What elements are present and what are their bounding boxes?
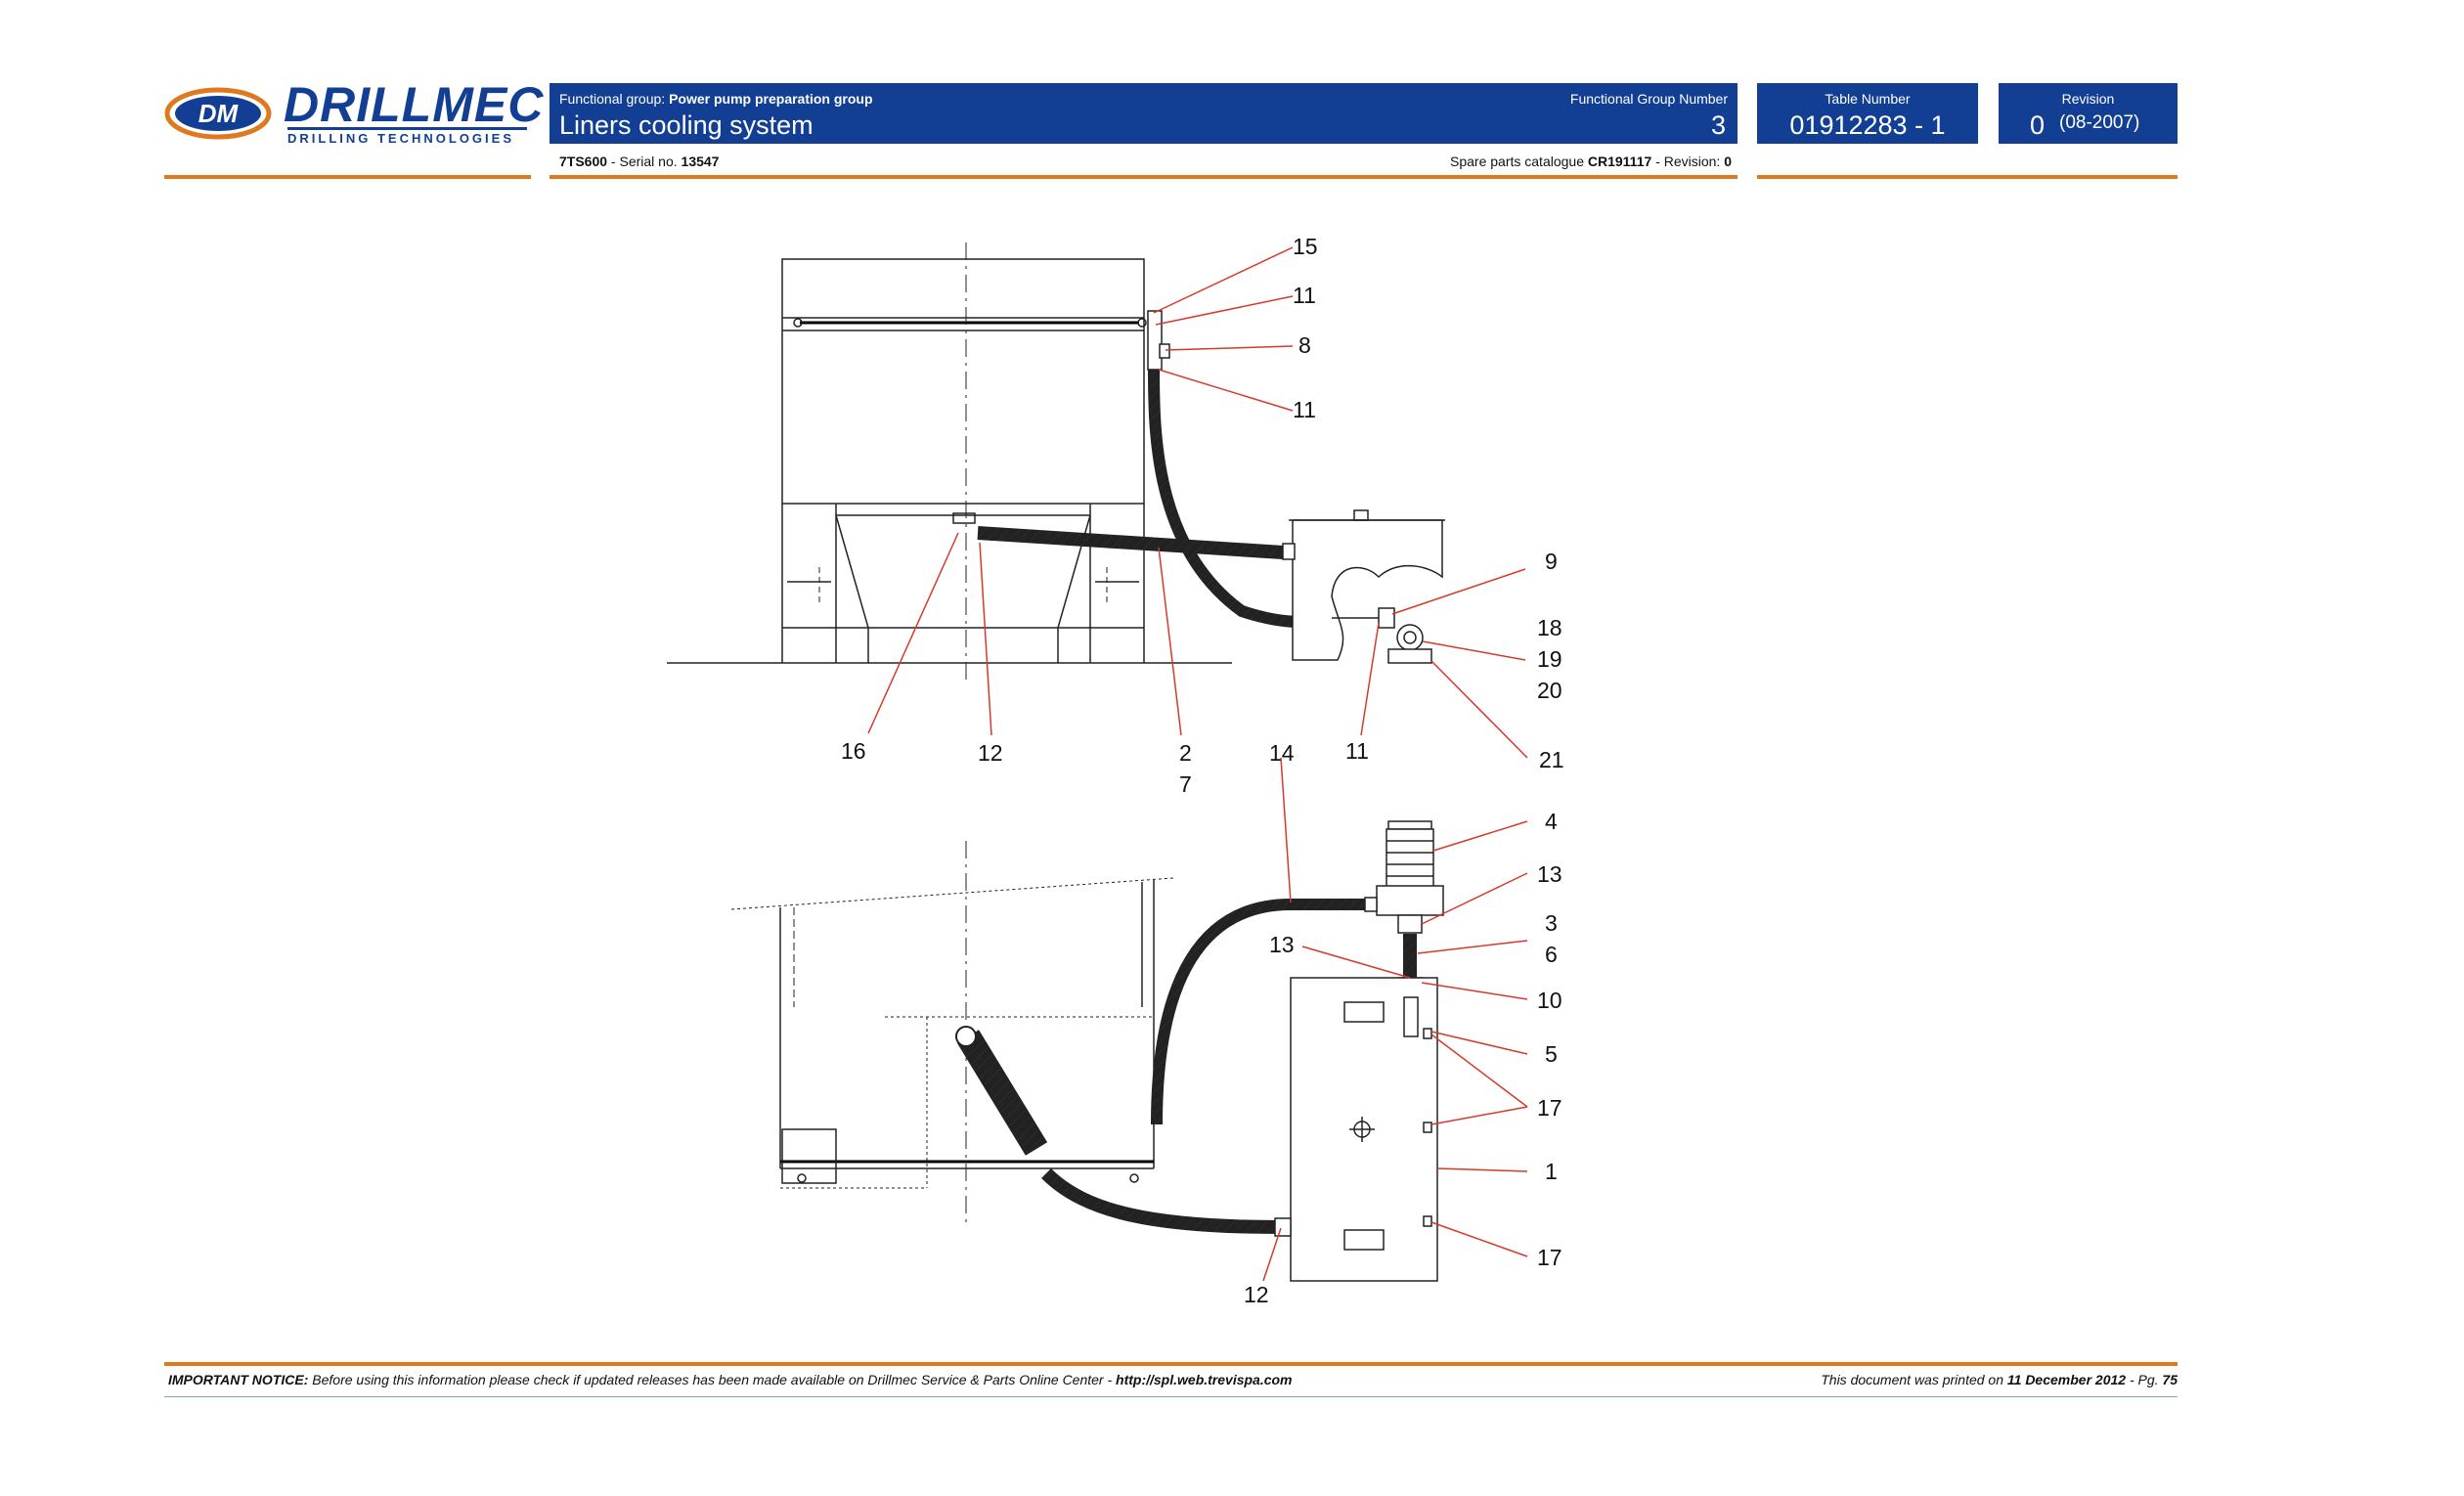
print-info: This document was printed on 11 December… bbox=[1821, 1372, 2178, 1387]
callout-16: 16 bbox=[841, 738, 866, 764]
serial-value: 13547 bbox=[681, 154, 720, 169]
drillmec-logo-mark: DM bbox=[164, 87, 272, 140]
brand-name: DRILLMEC bbox=[284, 77, 545, 132]
table-number-value: 01912283 - 1 bbox=[1789, 110, 1946, 140]
revision-date: (08-2007) bbox=[2059, 112, 2140, 133]
title-rule bbox=[550, 175, 1738, 179]
revision-label: Revision bbox=[2061, 91, 2115, 107]
table-rule bbox=[1757, 175, 2178, 179]
callout-21: 21 bbox=[1539, 747, 1564, 772]
page-title: Liners cooling system bbox=[559, 110, 814, 140]
callout-19: 19 bbox=[1537, 646, 1562, 672]
small-tank-upper bbox=[1282, 509, 1445, 664]
revision-value: 0 bbox=[2030, 110, 2046, 140]
callout-1: 1 bbox=[1545, 1159, 1558, 1184]
upper-view bbox=[667, 242, 1232, 684]
upper-hoses bbox=[977, 310, 1301, 628]
model: 7TS600 bbox=[559, 154, 608, 169]
callout-9: 9 bbox=[1545, 549, 1558, 574]
notice-label: IMPORTANT NOTICE: bbox=[168, 1372, 309, 1387]
fg-number-value: 3 bbox=[1710, 110, 1726, 140]
catalogue-label: Spare parts catalogue bbox=[1450, 154, 1588, 169]
important-notice: IMPORTANT NOTICE: Before using this info… bbox=[168, 1372, 1293, 1387]
notice-text: Before using this information please che… bbox=[308, 1372, 1117, 1387]
subheader-left: 7TS600 - Serial no. 13547 bbox=[559, 154, 719, 169]
callout-3: 3 bbox=[1545, 910, 1558, 936]
title-bar: Functional group: Power pump preparation… bbox=[550, 83, 1738, 144]
drillmec-logo: DM DRILLMEC DRILLING TECHNOLOGIES bbox=[164, 78, 543, 147]
printed-prefix: This document was printed on bbox=[1821, 1372, 2007, 1387]
footer-rule-bottom bbox=[164, 1396, 2178, 1397]
cat-revision-value: 0 bbox=[1724, 154, 1732, 169]
serial-label: - Serial no. bbox=[607, 154, 682, 169]
pump-assembly bbox=[1274, 820, 1444, 1282]
catalogue-value: CR191117 bbox=[1587, 154, 1652, 169]
callout-7: 7 bbox=[1179, 771, 1192, 797]
page-prefix: - Pg. bbox=[2126, 1372, 2163, 1387]
callout-20: 20 bbox=[1537, 678, 1562, 703]
lower-hoses bbox=[955, 899, 1417, 1234]
callout-11c: 11 bbox=[1345, 738, 1369, 764]
callout-6: 6 bbox=[1545, 942, 1558, 967]
table-number-label: Table Number bbox=[1825, 91, 1911, 107]
callout-5: 5 bbox=[1545, 1041, 1558, 1067]
callout-17b: 17 bbox=[1537, 1245, 1562, 1270]
subheader-right: Spare parts catalogue CR191117 - Revisio… bbox=[1450, 154, 1732, 169]
callout-leaders bbox=[867, 246, 1528, 1282]
callout-18: 18 bbox=[1537, 615, 1562, 640]
callout-10: 10 bbox=[1537, 988, 1562, 1013]
callout-17: 17 bbox=[1537, 1095, 1562, 1121]
callout-14: 14 bbox=[1269, 740, 1295, 766]
bolt-left bbox=[793, 318, 803, 328]
callout-15: 15 bbox=[1293, 234, 1318, 259]
valve-8 bbox=[1159, 343, 1170, 359]
notice-url[interactable]: http://spl.web.trevispa.com bbox=[1116, 1372, 1293, 1387]
cat-revision-label: - Revision: bbox=[1651, 154, 1725, 169]
functional-group-label: Functional group: bbox=[559, 91, 666, 107]
svg-text:DM: DM bbox=[198, 99, 240, 128]
footer-rule-top bbox=[164, 1362, 2178, 1366]
callout-4: 4 bbox=[1545, 809, 1558, 834]
brand-subtitle: DRILLING TECHNOLOGIES bbox=[287, 127, 527, 146]
functional-group-value: Power pump preparation group bbox=[669, 91, 873, 107]
printed-date: 11 December 2012 bbox=[2006, 1372, 2127, 1387]
fg-number-label: Functional Group Number bbox=[1569, 91, 1728, 107]
callout-11: 11 bbox=[1293, 283, 1316, 308]
lower-view bbox=[730, 841, 1174, 1227]
page-number: 75 bbox=[2162, 1372, 2178, 1387]
callout-13b: 13 bbox=[1269, 932, 1295, 957]
callout-12b: 12 bbox=[1244, 1282, 1269, 1307]
callout-12: 12 bbox=[978, 740, 1003, 766]
callout-11b: 11 bbox=[1293, 397, 1316, 422]
callout-8: 8 bbox=[1298, 332, 1311, 358]
functional-group: Functional group: Power pump preparation… bbox=[559, 91, 873, 107]
bolt-right bbox=[1137, 318, 1147, 328]
callout-13: 13 bbox=[1537, 861, 1562, 887]
riser-pipe bbox=[1147, 310, 1163, 371]
callout-2: 2 bbox=[1179, 740, 1192, 766]
tank-body bbox=[781, 258, 1145, 505]
callout-numbers: 15 11 8 11 9 18 19 20 21 16 12 2 7 14 11… bbox=[841, 234, 1564, 1307]
table-number-box: Table Number 01912283 - 1 bbox=[1757, 83, 1978, 144]
drain-fitting bbox=[952, 512, 976, 524]
logo-rule bbox=[164, 175, 531, 179]
revision-box: Revision 0 (08-2007) bbox=[1999, 83, 2178, 144]
